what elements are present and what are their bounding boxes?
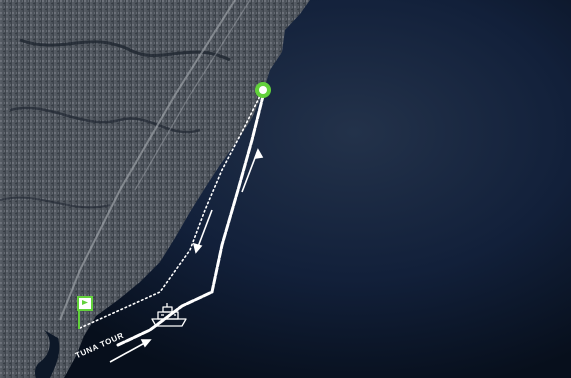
destination-marker-icon[interactable] <box>255 82 271 98</box>
boat-icon[interactable] <box>151 303 187 327</box>
route-outbound-dotted <box>79 91 263 329</box>
highway <box>59 0 236 321</box>
harbor-inlet <box>35 330 60 378</box>
river <box>0 196 111 209</box>
direction-arrow-icon <box>241 148 264 193</box>
land-area <box>0 0 310 378</box>
direction-arrow-icon <box>109 339 152 363</box>
river <box>9 106 201 134</box>
start-flag-icon[interactable] <box>77 296 93 329</box>
direction-arrow-icon <box>192 209 213 254</box>
highway <box>134 0 251 191</box>
river <box>19 38 231 62</box>
